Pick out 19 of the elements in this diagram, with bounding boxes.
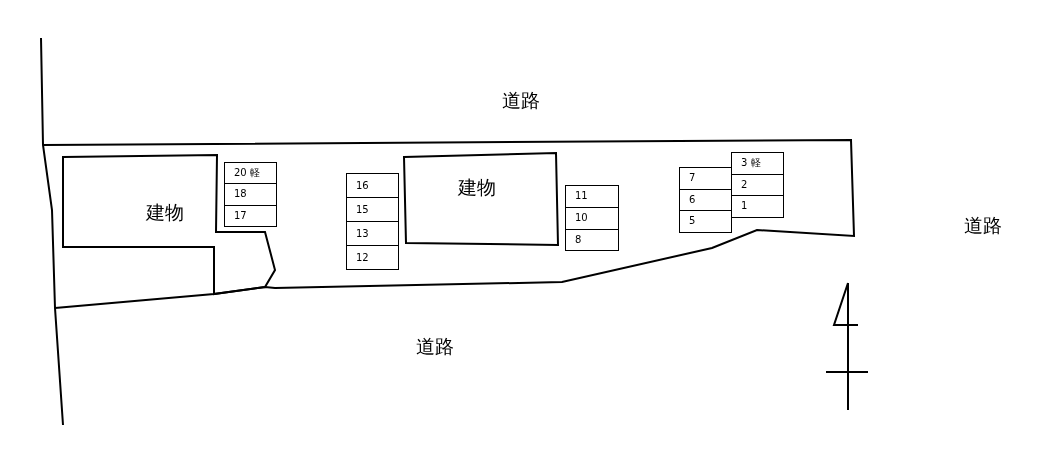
parking-space: 18 bbox=[224, 183, 277, 206]
building-label: 建物 bbox=[458, 175, 496, 200]
road-label: 道路 bbox=[502, 88, 540, 113]
parking-space: 12 bbox=[346, 245, 399, 270]
parking-space: 1 bbox=[731, 195, 784, 218]
parking-space: 11 bbox=[565, 185, 619, 208]
parking-space: 15 bbox=[346, 197, 399, 222]
parking-space: 7 bbox=[679, 167, 732, 190]
parking-space: 5 bbox=[679, 210, 732, 233]
road-label: 道路 bbox=[416, 334, 454, 359]
parking-space: 8 bbox=[565, 228, 619, 252]
parking-space: 10 bbox=[565, 206, 619, 230]
parking-space: 13 bbox=[346, 221, 399, 246]
parking-space: 16 bbox=[346, 173, 399, 198]
road-label: 道路 bbox=[964, 213, 1002, 238]
parking-space: 3 軽 bbox=[731, 152, 784, 175]
parking-space: 17 bbox=[224, 204, 277, 227]
building-label: 建物 bbox=[146, 200, 184, 225]
parking-space: 20 軽 bbox=[224, 162, 277, 185]
